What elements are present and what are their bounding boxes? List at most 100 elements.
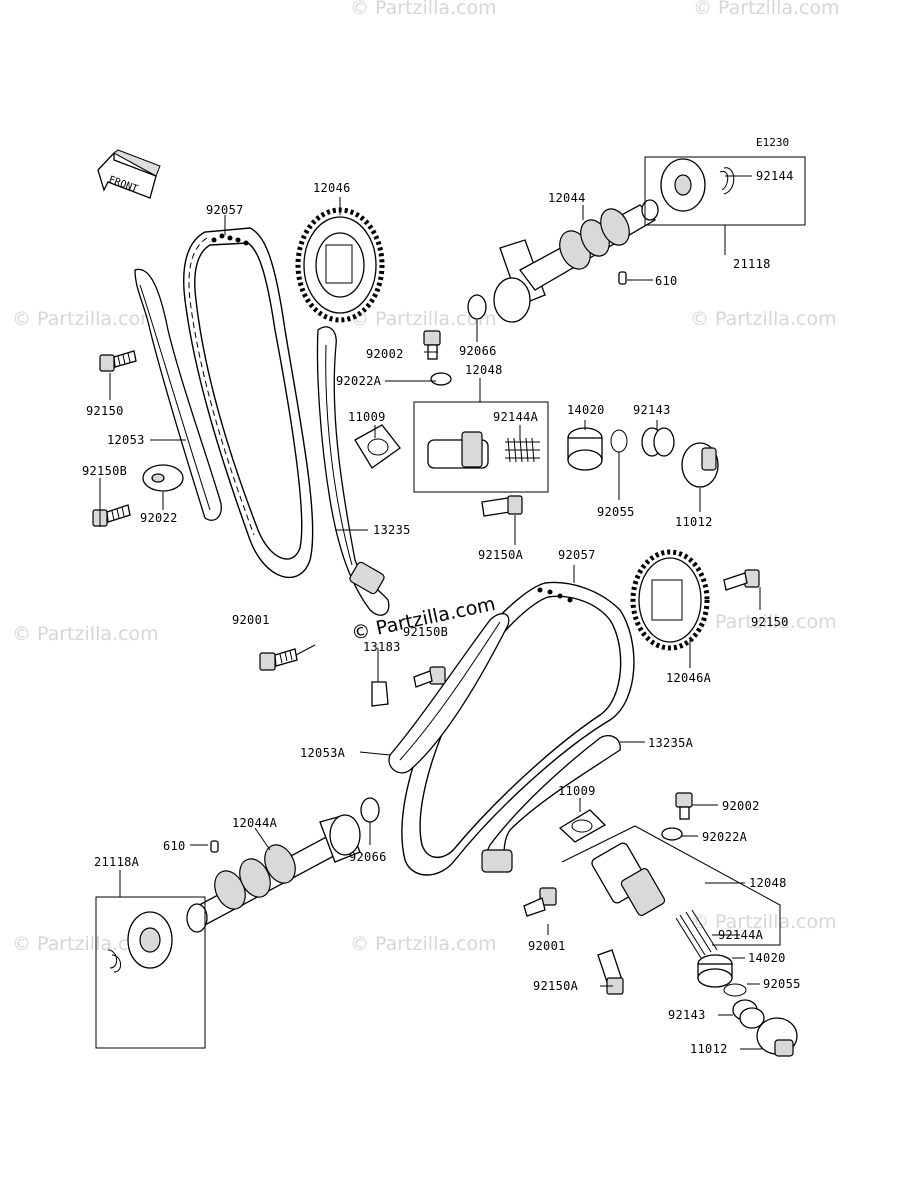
label-92144[interactable]: 92144 <box>756 169 794 183</box>
pin-610-top <box>618 271 627 285</box>
label-92002-bottom[interactable]: 92002 <box>722 799 760 813</box>
label-12046A[interactable]: 12046A <box>666 671 712 685</box>
label-92150A-top[interactable]: 92150A <box>478 548 524 562</box>
label-92150[interactable]: 92150 <box>86 404 124 418</box>
label-92001-bottom[interactable]: 92001 <box>528 939 566 953</box>
tensioner-group-top <box>413 401 549 517</box>
front-arrow-icon: FRONT <box>97 149 161 199</box>
chain-guide-12053 <box>134 268 222 521</box>
label-92150B-mid[interactable]: 92150B <box>403 625 448 639</box>
watermark-text: © Partzilla.com <box>693 0 840 19</box>
bolt-92001-top <box>259 648 298 671</box>
bushing-92066-bottom <box>360 797 380 823</box>
watermark-text: © Partzilla.com <box>350 0 497 19</box>
label-12048-bottom[interactable]: 12048 <box>749 876 787 890</box>
label-610-bottom[interactable]: 610 <box>163 839 186 853</box>
label-92055-top[interactable]: 92055 <box>597 505 635 519</box>
label-92150B-left[interactable]: 92150B <box>82 464 127 478</box>
label-14020-top[interactable]: 14020 <box>567 403 605 417</box>
washer-92022A-top <box>430 372 452 386</box>
sprocket-12046A <box>630 549 710 651</box>
label-92143-bottom[interactable]: 92143 <box>668 1008 706 1022</box>
label-92144A-top[interactable]: 92144A <box>493 410 539 424</box>
watermark-text: © Partzilla.com <box>350 933 497 955</box>
label-92066-top[interactable]: 92066 <box>459 344 497 358</box>
tensioner-group-bottom <box>561 825 781 959</box>
label-92057-top[interactable]: 92057 <box>206 203 244 217</box>
chain-guide-13235A <box>481 735 621 873</box>
bolt-92150B-mid <box>413 666 446 688</box>
label-92144A-bottom[interactable]: 92144A <box>718 928 764 942</box>
label-92022A-bottom[interactable]: 92022A <box>702 830 748 844</box>
oring-92055-top <box>610 429 628 453</box>
watermark-text: © Partzilla.com <box>12 933 159 955</box>
watermark-text: © Partzilla.com <box>690 611 837 633</box>
label-92150-right[interactable]: 92150 <box>751 615 789 629</box>
label-92150A-bottom[interactable]: 92150A <box>533 979 579 993</box>
label-610-top[interactable]: 610 <box>655 274 678 288</box>
watermark-text: © Partzilla.com <box>12 623 159 645</box>
label-92066-bottom[interactable]: 92066 <box>349 850 387 864</box>
label-12046[interactable]: 12046 <box>313 181 351 195</box>
label-92001-top[interactable]: 92001 <box>232 613 270 627</box>
gear-21118A-box <box>95 896 206 1049</box>
label-21118[interactable]: 21118 <box>733 257 771 271</box>
label-12044A[interactable]: 12044A <box>232 816 278 830</box>
label-12044[interactable]: 12044 <box>548 191 586 205</box>
gasket-11009-top <box>354 424 401 469</box>
sprocket-12046 <box>295 207 385 323</box>
label-21118A[interactable]: 21118A <box>94 855 140 869</box>
bolt-92150 <box>99 350 137 372</box>
upper-cam-chain <box>183 227 314 579</box>
label-92002-top[interactable]: 92002 <box>366 347 404 361</box>
label-92143-top[interactable]: 92143 <box>633 403 671 417</box>
label-11012-bottom[interactable]: 11012 <box>690 1042 728 1056</box>
camshaft-12044 <box>493 199 659 323</box>
spacer-92143-top <box>641 427 675 457</box>
spacer-92143-bottom <box>732 999 765 1029</box>
camshaft-12044A <box>186 814 361 933</box>
label-12053A[interactable]: 12053A <box>300 746 346 760</box>
label-14020-bottom[interactable]: 14020 <box>748 951 786 965</box>
diagram-code: E1230 <box>756 136 789 149</box>
label-13235A[interactable]: 13235A <box>648 736 694 750</box>
label-11009-top[interactable]: 11009 <box>348 410 386 424</box>
label-92055-bottom[interactable]: 92055 <box>763 977 801 991</box>
chain-guide-12053A <box>388 613 510 774</box>
washer-92022 <box>142 464 184 492</box>
chain-guide-13235 <box>316 326 390 616</box>
cap-14020-bottom <box>697 954 733 988</box>
label-13235[interactable]: 13235 <box>373 523 411 537</box>
bracket-13183 <box>371 681 389 707</box>
gasket-11009-bottom <box>558 809 607 843</box>
pin-610-bottom <box>210 840 219 853</box>
cap-14020-top <box>567 427 603 471</box>
bolt-92002-top <box>423 330 441 360</box>
oring-92055-bottom <box>723 983 747 997</box>
watermark-text: © Partzilla.com <box>350 308 497 330</box>
label-92022[interactable]: 92022 <box>140 511 178 525</box>
label-11009-bottom[interactable]: 11009 <box>558 784 596 798</box>
watermark-text: © Partzilla.com <box>12 308 159 330</box>
label-92022A-top[interactable]: 92022A <box>336 374 382 388</box>
watermark-text: © Partzilla.com <box>690 308 837 330</box>
cap-11012-bottom <box>756 1017 798 1057</box>
bolt-92150A-bottom <box>597 949 624 995</box>
bolt-92150B-left <box>92 504 131 527</box>
part-labels: 12046 92057 12044 92144 21118 610 92066 … <box>82 169 801 1056</box>
bushing-92066-top <box>467 294 487 320</box>
bolt-92150-right <box>723 569 760 591</box>
label-11012-top[interactable]: 11012 <box>675 515 713 529</box>
bolt-92001-bottom <box>523 887 557 917</box>
label-12048-top[interactable]: 12048 <box>465 363 503 377</box>
cap-11012-top <box>681 442 719 488</box>
label-13183[interactable]: 13183 <box>363 640 401 654</box>
bolt-92002-bottom <box>675 792 693 820</box>
washer-92022A-bottom <box>661 827 683 841</box>
gear-21118-box <box>644 156 806 226</box>
label-12053[interactable]: 12053 <box>107 433 145 447</box>
label-92057-mid[interactable]: 92057 <box>558 548 596 562</box>
watermarks: © Partzilla.com © Partzilla.com © Partzi… <box>12 0 840 955</box>
leader-lines <box>99 175 762 1050</box>
